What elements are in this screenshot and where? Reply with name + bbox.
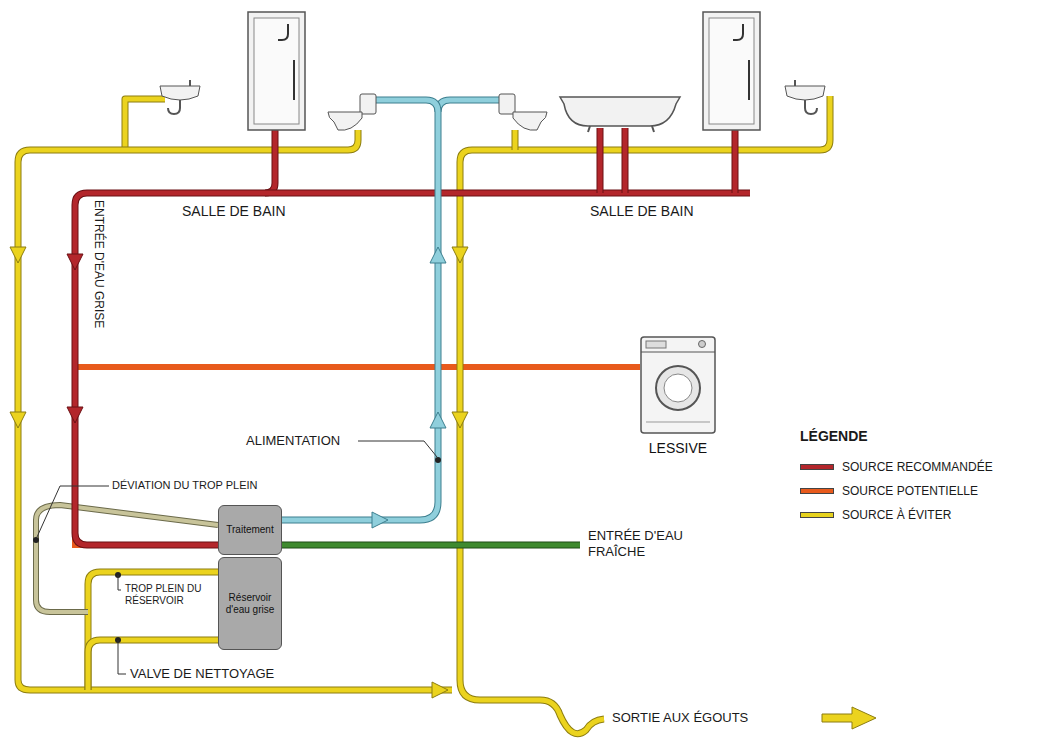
legend-swatch (800, 488, 834, 494)
flow-arrow (10, 247, 26, 263)
drain-pipe (18, 130, 452, 690)
supply-pipe (282, 100, 505, 520)
greywater-pipe (75, 130, 275, 545)
shower-cabin (248, 12, 305, 130)
shower-handle (293, 60, 295, 100)
process-box: Réservoir d'eau grise (218, 557, 282, 650)
valve-label: VALVE DE NETTOYAGE (130, 666, 274, 682)
legend-title: LÉGENDE (800, 428, 868, 445)
supply-pipe (372, 100, 438, 112)
room-label: SALLE DE BAIN (182, 203, 286, 220)
legend-entry: SOURCE À ÉVITER (800, 508, 951, 522)
flow-arrow (432, 682, 448, 698)
flow-arrow (430, 412, 446, 428)
fresh-water-pipe (282, 543, 580, 548)
shower-handle (748, 60, 750, 100)
fresh-water-pipe (282, 542, 580, 549)
pipe-label: ENTRÉE D'EAU FRAÎCHE (588, 528, 718, 559)
pipe-label: DÉVIATION DU TROP PLEIN (112, 479, 257, 492)
cleaning-pipe (88, 640, 218, 690)
pipe-label: ALIMENTATION (246, 433, 340, 449)
leader-line (358, 441, 437, 457)
valve-label: TROP PLEIN DU RÉSERVOIR (125, 583, 213, 607)
flow-arrow (372, 512, 388, 528)
sink (785, 80, 825, 114)
leader-line (37, 486, 109, 537)
greywater-pipe (265, 191, 750, 196)
flow-arrow (430, 247, 446, 263)
washing-machine: LESSIVE (628, 336, 728, 457)
legend-swatch (800, 464, 834, 470)
box-label: Traitement (226, 524, 273, 536)
flow-arrow (452, 412, 468, 428)
washer-drawing (640, 336, 716, 434)
fixture-label: LESSIVE (628, 440, 728, 457)
bathtub-feet (588, 126, 654, 132)
toilet (328, 94, 376, 130)
process-box: Traitement (218, 505, 282, 555)
supply-pipe (372, 100, 438, 112)
greywater-pipe (600, 128, 735, 193)
shower-head (278, 24, 288, 40)
toilet (499, 94, 547, 130)
flow-arrow (67, 407, 83, 423)
shower-cabin (703, 12, 760, 130)
sewer-arrow (822, 707, 876, 729)
flow-arrow (67, 254, 83, 270)
overflow-diversion (36, 505, 218, 612)
box-label: Réservoir d'eau grise (222, 592, 278, 616)
legend-text: SOURCE RECOMMANDÉE (842, 460, 993, 474)
legend-swatch (800, 512, 834, 518)
greywater-pipe (75, 130, 275, 545)
leader-dot (435, 457, 441, 463)
cleaning-pipe (88, 640, 218, 690)
outlet-label: SORTIE AUX ÉGOUTS (612, 710, 748, 726)
legend-text: SOURCE À ÉVITER (842, 508, 951, 522)
leader-line (118, 640, 126, 674)
shower-door (254, 18, 299, 124)
leader-dot (33, 537, 39, 543)
overflow-diversion (36, 505, 218, 612)
greywater-pipe (265, 190, 750, 197)
bathtub (560, 97, 680, 126)
drain-pipe (513, 130, 518, 150)
sink (160, 80, 200, 114)
legend-entry: SOURCE POTENTIELLE (800, 484, 978, 498)
drain-pipe (125, 99, 165, 150)
legend-text: SOURCE POTENTIELLE (842, 484, 978, 498)
supply-pipe (282, 100, 505, 520)
drain-pipe (18, 130, 452, 690)
legend-entry: SOURCE RECOMMANDÉE (800, 460, 993, 474)
shower-door (709, 18, 754, 124)
pipe-label: ENTRÉE D'EAU GRISE (92, 200, 106, 328)
shower-head (733, 24, 743, 40)
flow-arrow (452, 247, 468, 263)
flow-arrow (10, 412, 26, 428)
leader-line (118, 575, 121, 590)
drain-pipe (125, 99, 165, 150)
drain-pipe (512, 130, 519, 150)
room-label: SALLE DE BAIN (590, 203, 694, 220)
greywater-pipe (600, 128, 735, 193)
